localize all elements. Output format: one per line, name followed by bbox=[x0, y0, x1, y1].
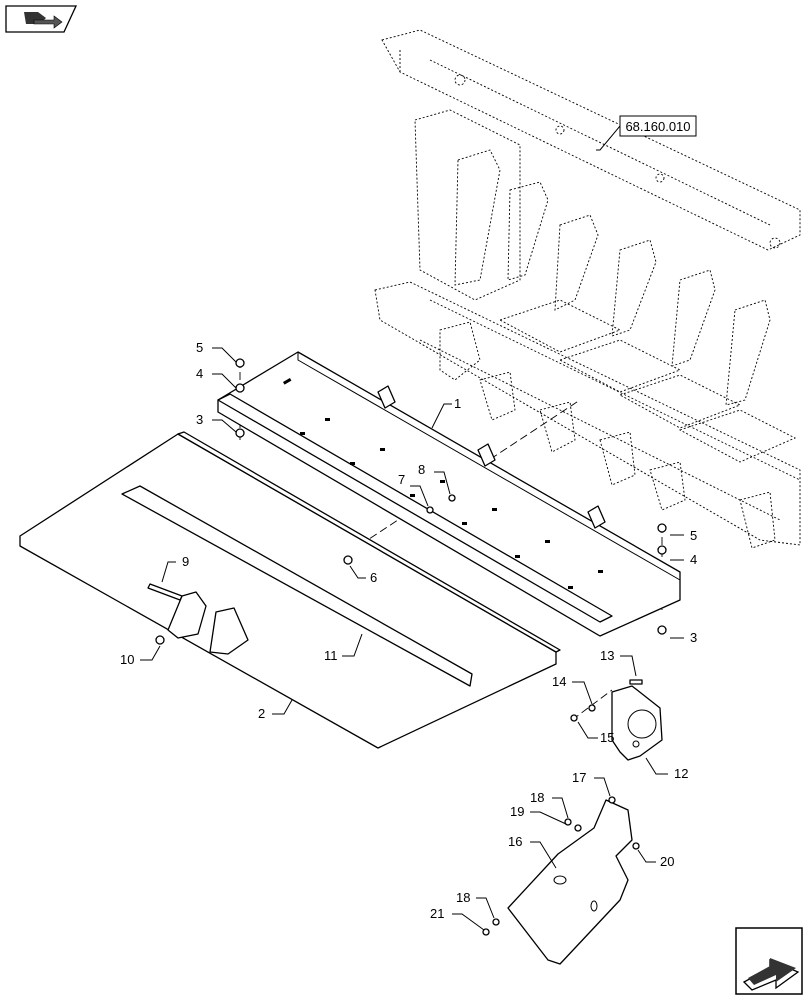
callout-11: 11 bbox=[324, 648, 338, 663]
reference-tag[interactable]: 68.160.010 bbox=[596, 115, 697, 151]
mount-bracket bbox=[611, 685, 663, 761]
callout-6: 6 bbox=[370, 570, 377, 585]
leader-lines bbox=[140, 347, 684, 931]
side-guard bbox=[507, 799, 633, 965]
callout-18: 18 bbox=[456, 890, 470, 905]
callouts: 1 2 3 3 4 4 5 5 6 7 8 9 10 11 12 13 14 1… bbox=[120, 340, 697, 921]
callout-19: 19 bbox=[510, 804, 524, 819]
callout-18: 18 bbox=[530, 790, 544, 805]
callout-2: 2 bbox=[258, 706, 265, 721]
callout-14: 14 bbox=[552, 674, 566, 689]
callout-20: 20 bbox=[660, 854, 674, 869]
callout-12: 12 bbox=[674, 766, 688, 781]
callout-10: 10 bbox=[120, 652, 134, 667]
callout-3: 3 bbox=[196, 412, 203, 427]
callout-9: 9 bbox=[182, 554, 189, 569]
callout-4: 4 bbox=[690, 552, 697, 567]
frame-assembly bbox=[374, 29, 801, 549]
callout-1: 1 bbox=[454, 396, 461, 411]
callout-13: 13 bbox=[600, 648, 614, 663]
callout-17: 17 bbox=[572, 770, 586, 785]
reference-label: 68.160.010 bbox=[625, 119, 690, 134]
callout-4: 4 bbox=[196, 366, 203, 381]
callout-8: 8 bbox=[418, 462, 425, 477]
callout-16: 16 bbox=[508, 834, 522, 849]
callout-15: 15 bbox=[600, 730, 614, 745]
book-nav-icon[interactable] bbox=[5, 5, 78, 33]
callout-21: 21 bbox=[430, 906, 444, 921]
assembly-line bbox=[359, 399, 581, 546]
upper-channel-plate bbox=[217, 351, 681, 637]
lower-shield bbox=[19, 431, 561, 749]
callout-5: 5 bbox=[690, 528, 697, 543]
next-page-arrow-icon[interactable] bbox=[735, 927, 803, 995]
callout-7: 7 bbox=[398, 472, 405, 487]
callout-5: 5 bbox=[196, 340, 203, 355]
fasteners bbox=[147, 358, 667, 936]
callout-3: 3 bbox=[690, 630, 697, 645]
